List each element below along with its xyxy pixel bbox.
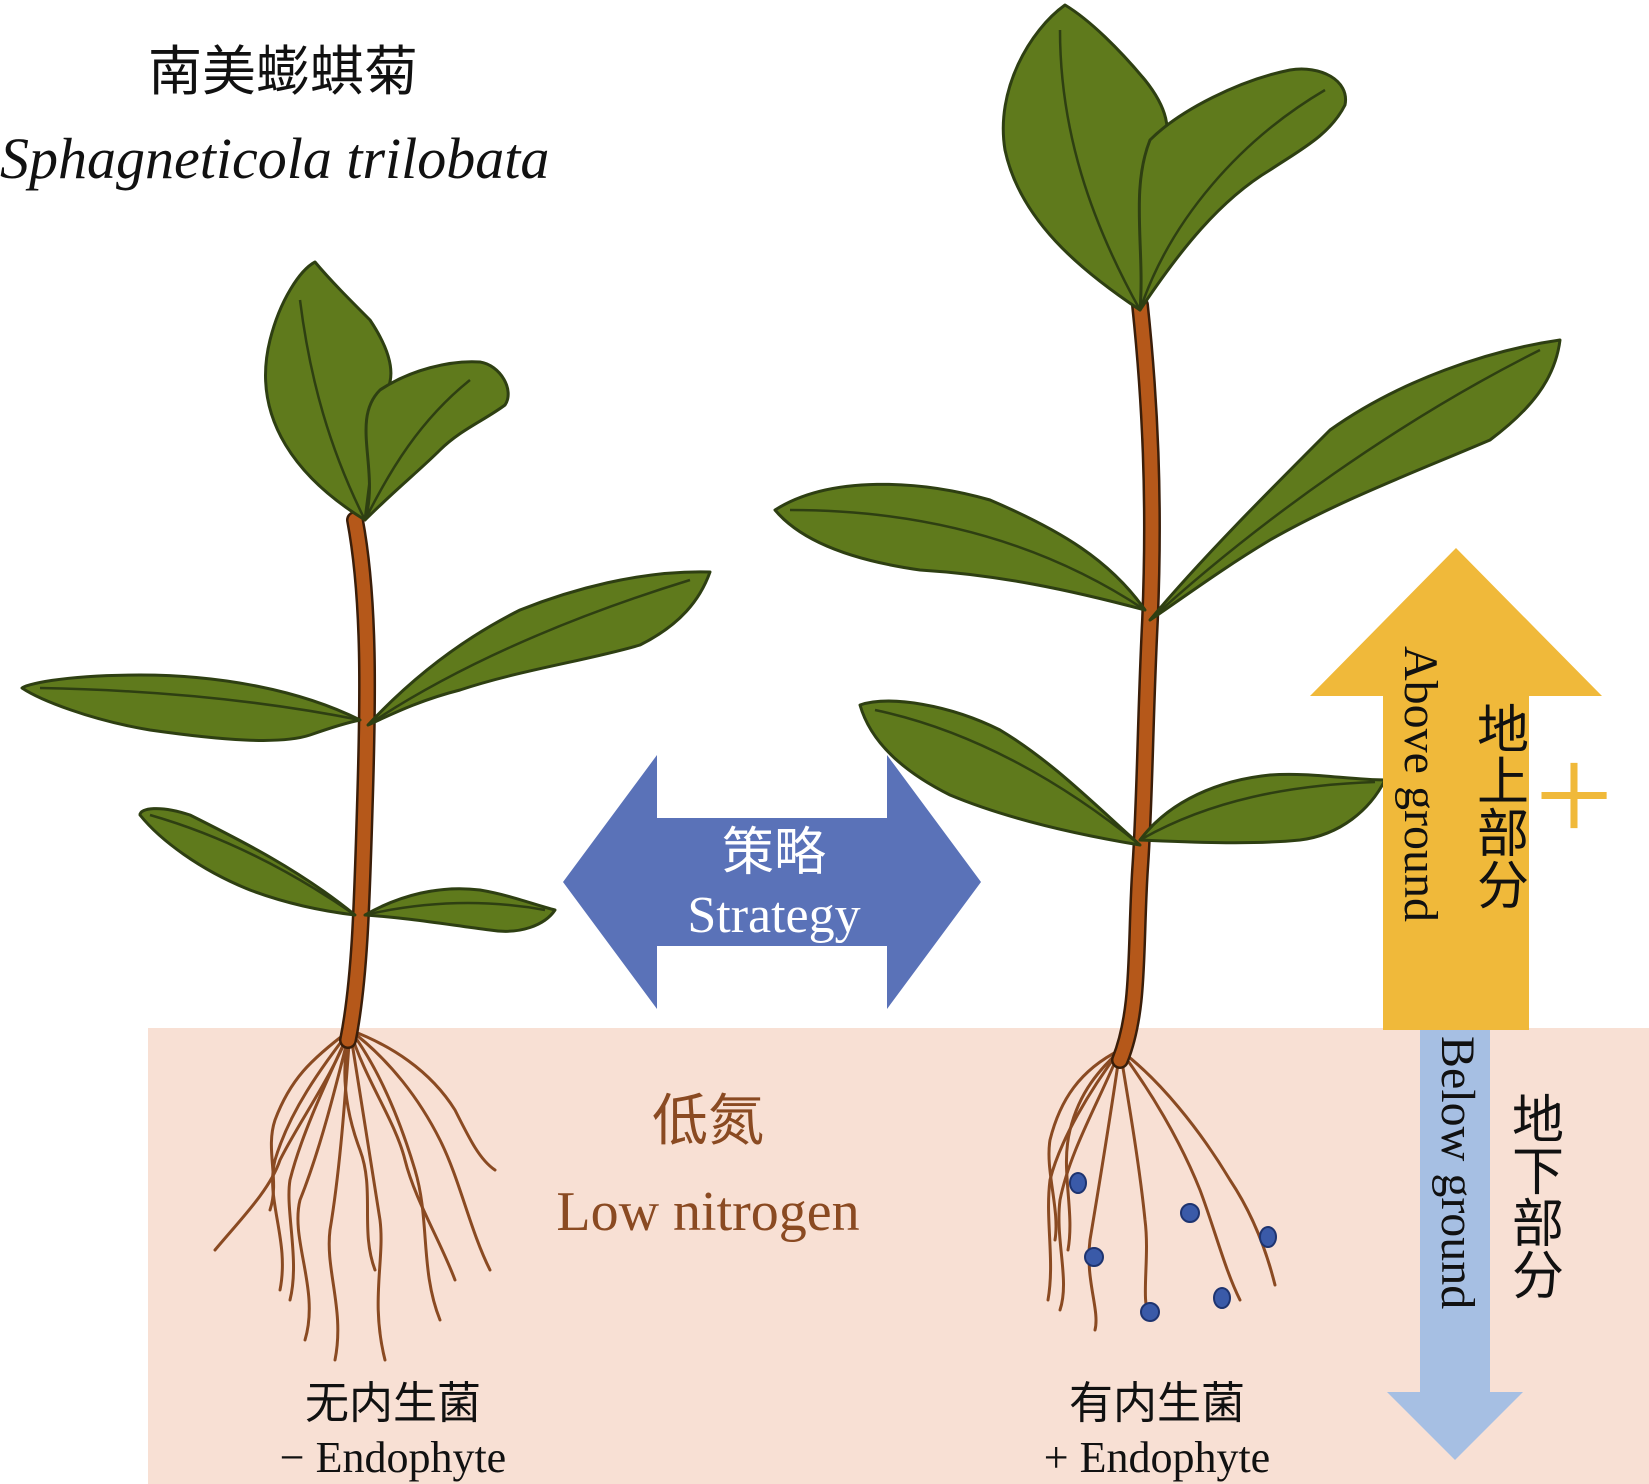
plant-right-leaves (773, 3, 1562, 847)
strategy-label-en: Strategy (687, 887, 860, 944)
plant-right-caption-en: + Endophyte (1044, 1433, 1270, 1482)
species-name-latin: Sphagneticola trilobata (0, 126, 549, 191)
plant-right-roots (1046, 1048, 1277, 1332)
endophyte-cell (1140, 1302, 1160, 1322)
soil-band (148, 1028, 1649, 1484)
endophyte-cell (1084, 1247, 1104, 1267)
plant-right-caption-cn: 有内生菌 (1069, 1379, 1245, 1428)
above-ground-arrow (1310, 548, 1602, 1030)
above-ground-label-en: Above ground (1394, 646, 1447, 922)
below-ground-label-cn: 地下部分 (1504, 1092, 1563, 1300)
plant-left-roots (213, 1028, 497, 1362)
plant-left (20, 260, 712, 1362)
above-ground-label-cn: 地上部分 (1469, 702, 1528, 910)
species-name-cn: 南美蟛蜞菊 (148, 42, 418, 102)
below-ground-label-en: Below ground (1431, 1036, 1484, 1309)
soil-label-cn: 低氮 (652, 1091, 764, 1153)
above-ground-plus-sign: + (1535, 718, 1614, 873)
endophyte-cells (1069, 1172, 1277, 1322)
plant-right (773, 3, 1562, 1332)
soil-label-en: Low nitrogen (556, 1181, 859, 1243)
strategy-label-cn: 策略 (722, 825, 826, 882)
endophyte-cell (1259, 1226, 1277, 1248)
below-ground-arrow (1387, 1030, 1523, 1460)
plant-left-caption-cn: 无内生菌 (305, 1379, 481, 1428)
endophyte-cell (1213, 1287, 1231, 1309)
strategy-double-arrow (563, 755, 981, 1009)
plant-left-caption-en: − Endophyte (280, 1433, 506, 1482)
endophyte-cell (1180, 1203, 1200, 1223)
endophyte-cell (1069, 1172, 1087, 1194)
